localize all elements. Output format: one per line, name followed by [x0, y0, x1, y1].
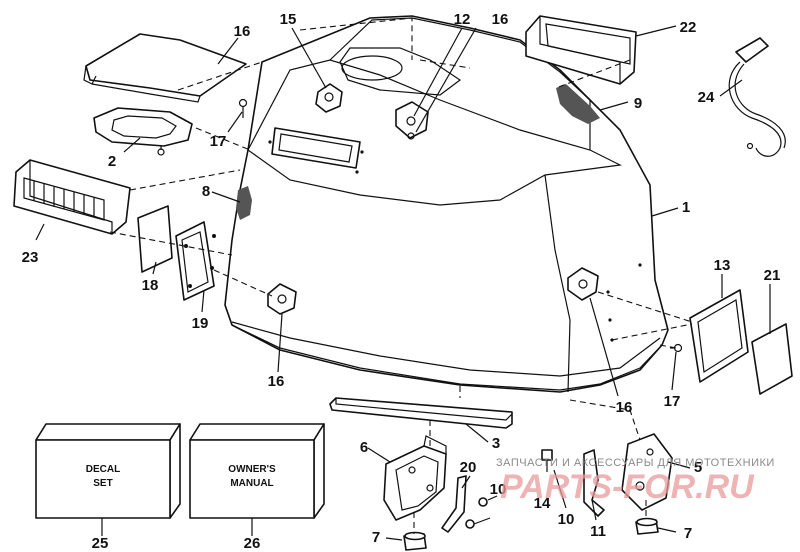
- callout-22: 22: [680, 19, 697, 36]
- callout-24: 24: [698, 89, 715, 106]
- grommet-part-15: [315, 83, 343, 113]
- plate-part-19: [175, 221, 216, 301]
- strap-part-11: [583, 449, 605, 517]
- callout-11: 11: [590, 523, 606, 540]
- callout-8: 8: [202, 183, 210, 200]
- decal-box-line1: DECAL: [86, 464, 120, 475]
- engine-cover-part-1: [224, 15, 669, 393]
- grommet-part-16-left: [267, 283, 297, 315]
- bolt-part-10-lower: [478, 497, 488, 507]
- decal-set-box-part-25: DECAL SET: [35, 423, 181, 519]
- latch-plate-part-5: [621, 433, 673, 511]
- callout-4: 3: [492, 435, 500, 452]
- screw-part-17-upper: [238, 98, 248, 118]
- callout-10-center: 10: [558, 511, 575, 528]
- leader-lines: [35, 25, 771, 541]
- grommet-part-16-top: [395, 101, 429, 140]
- callout-21: 21: [764, 267, 781, 284]
- callout-13: 13: [714, 257, 731, 274]
- callout-20: 20: [460, 459, 477, 476]
- callout-14: 14: [534, 495, 551, 512]
- callout-7-left: 7: [372, 529, 380, 546]
- callout-16-left: 16: [268, 373, 285, 390]
- owners-manual-box-part-26: OWNER'S MANUAL: [189, 423, 325, 519]
- vent-grille-part-23: [13, 159, 131, 235]
- callout-7-right: 7: [684, 525, 692, 542]
- grommet-part-7-left: [403, 531, 427, 551]
- decal-box-line2: SET: [93, 478, 112, 489]
- decal-part-21: [751, 323, 793, 395]
- callout-10-lower: 10: [490, 481, 507, 498]
- callout-16-top: 16: [492, 11, 509, 28]
- grommet-part-7-right: [635, 517, 659, 535]
- manual-box-line2: MANUAL: [230, 478, 273, 489]
- callout-12: 12: [454, 11, 471, 28]
- callout-1: 1: [682, 199, 690, 216]
- cable-part-24: [728, 37, 786, 157]
- watermark: ЗАПЧАСТИ И АКСЕССУАРЫ ДЛЯ МОТОТЕХНИКИ PA…: [496, 457, 775, 506]
- foam-strip-part-8: [236, 186, 252, 220]
- callout-19: 19: [192, 315, 209, 332]
- callout-17-upper: 17: [210, 133, 227, 150]
- callout-9: 9: [634, 95, 642, 112]
- callout-6: 6: [360, 439, 368, 456]
- callout-3: 16: [234, 23, 251, 40]
- assembly-lines: [109, 17, 693, 534]
- latch-bracket-part-6: [383, 435, 447, 521]
- screw-part-17-right: [670, 343, 683, 353]
- gasket-part-2: [93, 107, 193, 156]
- manual-box-line1: OWNER'S: [228, 464, 276, 475]
- callout-17-right: 17: [664, 393, 681, 410]
- lid-part-3: [83, 33, 247, 103]
- hook-part-20: [441, 475, 467, 533]
- callout-16-right: 16: [616, 399, 633, 416]
- callout-5: 5: [694, 459, 702, 476]
- callout-2: 2: [108, 153, 116, 170]
- callout-26: 26: [244, 535, 261, 552]
- callout-25: 25: [92, 535, 109, 552]
- frame-part-13: [689, 289, 749, 383]
- watermark-logo: PARTS-FOR.RU: [500, 468, 755, 506]
- bolt-part-10-center: [541, 449, 553, 472]
- side-vent-part-22: [525, 15, 637, 85]
- callout-23: 23: [22, 249, 39, 266]
- watermark-tagline: ЗАПЧАСТИ И АКСЕССУАРЫ ДЛЯ МОТОТЕХНИКИ: [496, 457, 775, 469]
- decal-sheet-part-18: [137, 205, 173, 273]
- grommet-part-16-right: [567, 267, 599, 301]
- callout-15: 15: [280, 11, 297, 28]
- seal-strip-part-4: [329, 397, 513, 429]
- callout-18: 18: [142, 277, 159, 294]
- screw-part-14: [465, 517, 491, 529]
- foam-strip-part-9: [556, 84, 600, 124]
- callout-numbers: 16 2 17 8 23 18 19 15 12 16 16 16 17 9 1…: [22, 11, 781, 552]
